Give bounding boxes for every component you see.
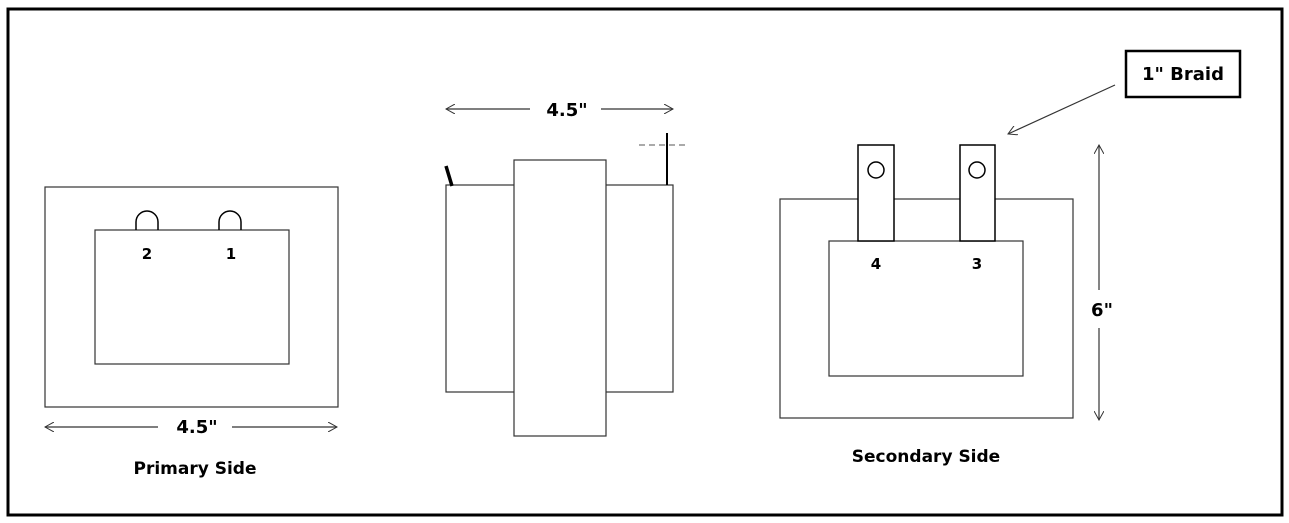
- braid-terminal-3: [959, 144, 996, 242]
- terminal-hole-icon: [867, 161, 885, 179]
- terminal-label-1: 1: [226, 245, 236, 263]
- secondary-height-dimension: 6": [1091, 300, 1113, 321]
- diagram-border: [6, 7, 1284, 517]
- primary-side-label: Primary Side: [133, 459, 256, 479]
- secondary-side-label: Secondary Side: [852, 447, 1000, 467]
- primary-inner-coil: [94, 229, 290, 365]
- braid-terminal-4: [857, 144, 895, 242]
- callout-label: 1" Braid: [1142, 64, 1224, 85]
- core: [513, 159, 607, 437]
- braid-callout: 1" Braid: [1008, 49, 1242, 134]
- primary-side-view: 2 1 4.5" Primary Side: [44, 186, 339, 479]
- secondary-outer-frame: [779, 198, 1074, 419]
- side-view: 4.5": [444, 100, 689, 437]
- secondary-inner-coil: [828, 240, 1024, 377]
- callout-box: [1124, 49, 1242, 99]
- primary-width-dimension: 4.5": [176, 417, 217, 438]
- secondary-side-view: 4 3 6" Secondary Side: [779, 144, 1113, 467]
- terminal-hole-icon: [968, 161, 986, 179]
- terminal-loop-2: [135, 210, 159, 230]
- terminal-loop-1: [218, 210, 242, 230]
- terminal-label-3: 3: [972, 255, 982, 273]
- callout-arrow: [1008, 84, 1116, 134]
- primary-outer-frame: [44, 186, 339, 408]
- terminal-label-2: 2: [142, 245, 152, 263]
- side-width-dimension: 4.5": [546, 100, 587, 121]
- lead-wire-left: [444, 165, 454, 187]
- terminal-label-4: 4: [871, 255, 881, 273]
